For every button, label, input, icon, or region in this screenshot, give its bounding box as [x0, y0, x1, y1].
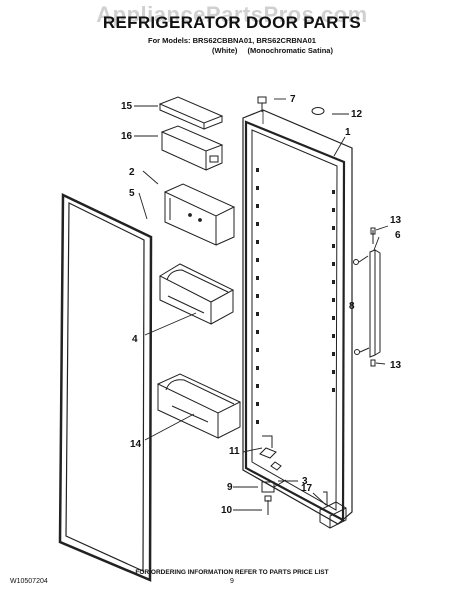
callout-11: 11	[229, 446, 240, 457]
callout-7: 7	[290, 94, 296, 105]
callout-6: 6	[395, 230, 401, 241]
document-number: W10507204	[10, 578, 48, 585]
callout-15: 15	[121, 101, 133, 112]
door-liner-holes	[256, 168, 335, 424]
top-hinge-plug	[311, 107, 325, 115]
refrigerator-door	[242, 109, 353, 525]
finish-satina: (Monochromatic Satina)	[247, 46, 333, 55]
dairy-door-shelf	[158, 96, 224, 130]
callout-9: 9	[227, 482, 233, 493]
callout-16: 16	[121, 131, 133, 142]
dairy-door	[160, 125, 224, 171]
page-title: REFRIGERATOR DOOR PARTS	[102, 13, 362, 32]
callout-13-bottom: 13	[390, 360, 402, 371]
models-line: For Models: BRS62CBBNA01, BRS62CRBNA01	[148, 36, 316, 45]
watermark: AppliancePartsPros.com	[96, 2, 368, 27]
callout-4: 4	[132, 334, 138, 345]
callout-5: 5	[129, 188, 135, 199]
callout-2: 2	[129, 167, 135, 178]
callout-leader-lines	[134, 98, 389, 511]
callout-17: 17	[301, 483, 313, 494]
door-bin-medium	[158, 263, 235, 325]
callout-8: 8	[349, 301, 355, 312]
ordering-note: FOR ORDERING INFORMATION REFER TO PARTS …	[135, 569, 329, 576]
callout-12: 12	[351, 109, 363, 120]
door-gasket	[58, 193, 153, 582]
callout-1: 1	[345, 127, 351, 138]
callout-labels: 1 2 3 4 5 6 7 8 9 10 11 12 13 13 14 15 1…	[121, 94, 402, 516]
door-bin-large	[156, 373, 242, 439]
door-handle	[353, 227, 381, 367]
callout-13-top: 13	[390, 215, 402, 226]
callout-3: 3	[302, 476, 308, 487]
callout-14: 14	[130, 439, 142, 450]
callout-10: 10	[221, 505, 233, 516]
page-number: 9	[230, 578, 234, 585]
finish-white: (White)	[212, 46, 238, 55]
top-hinge-bushing	[257, 96, 267, 112]
door-bin-small	[163, 183, 236, 246]
finishes-line: (White) (Monochromatic Satina)	[212, 46, 341, 55]
